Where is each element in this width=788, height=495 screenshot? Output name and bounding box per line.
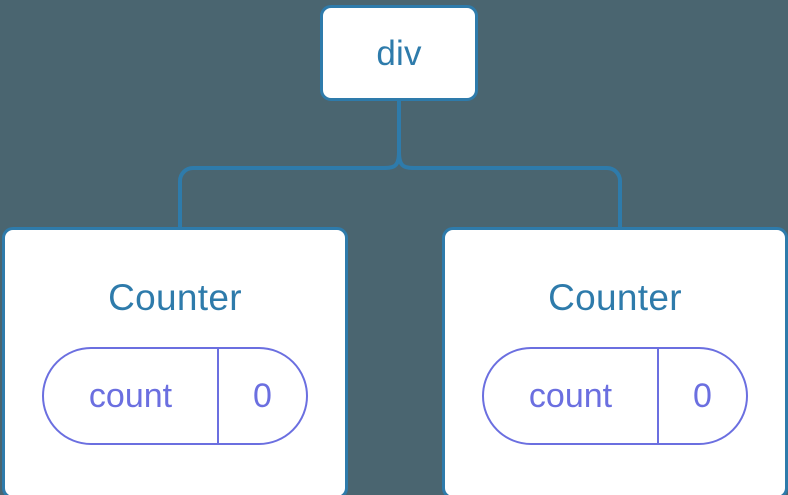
node-div[interactable]: div	[320, 5, 478, 101]
state-value-left: 0	[219, 349, 306, 443]
connector-tee-right	[397, 151, 607, 170]
node-counter-right-title: Counter	[548, 277, 682, 318]
state-value-right-label: 0	[693, 377, 712, 415]
state-pill-left[interactable]: count 0	[42, 347, 308, 445]
connector-elbow-left	[178, 166, 194, 229]
state-value-right: 0	[659, 349, 746, 443]
node-div-label: div	[376, 33, 422, 73]
connector-elbow-right	[606, 166, 622, 229]
node-counter-right[interactable]: Counter count 0	[442, 227, 788, 495]
connector-tee-left	[193, 151, 401, 170]
state-value-left-label: 0	[253, 377, 272, 415]
state-key-left-label: count	[88, 377, 173, 415]
node-counter-left-title: Counter	[108, 277, 242, 318]
state-key-left: count	[44, 349, 219, 443]
state-pill-right[interactable]: count 0	[482, 347, 748, 445]
state-key-right-label: count	[528, 377, 613, 415]
node-counter-left[interactable]: Counter count 0	[2, 227, 348, 495]
state-key-right: count	[484, 349, 659, 443]
